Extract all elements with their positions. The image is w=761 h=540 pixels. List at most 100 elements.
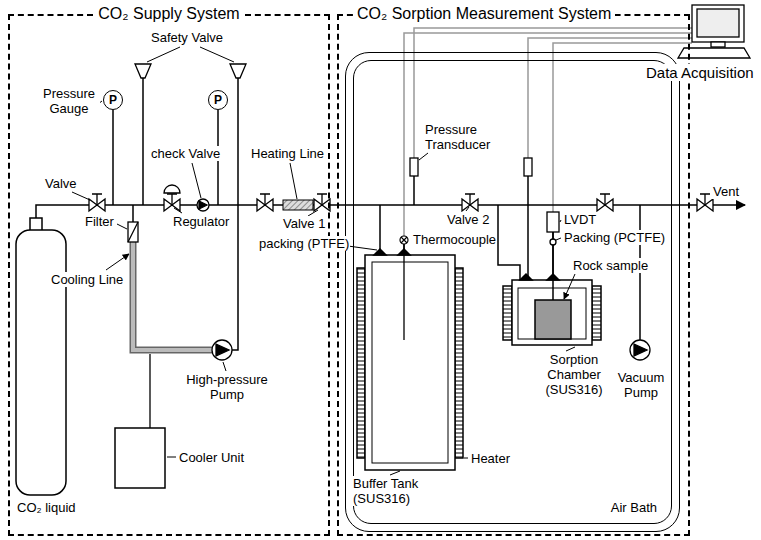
sorption-chamber bbox=[512, 280, 592, 345]
sorption-chamber bbox=[535, 300, 571, 339]
leader-lines bbox=[419, 153, 428, 160]
vacuum-pump bbox=[634, 344, 647, 356]
part-label: Thermocouple bbox=[412, 232, 497, 247]
leader-lines bbox=[72, 192, 90, 200]
part-label: Pressure Transducer bbox=[424, 122, 504, 152]
leader-lines bbox=[174, 208, 182, 213]
computer-icon bbox=[692, 5, 744, 42]
part-label: Heating Line bbox=[250, 146, 325, 161]
part-label: check Valve bbox=[150, 146, 221, 161]
valve-symbol bbox=[257, 194, 273, 211]
lvdt-sensor bbox=[547, 212, 559, 232]
part-label: Pressure Gauge bbox=[38, 86, 100, 116]
thermocouple-symbol bbox=[401, 237, 407, 243]
part-label: Vacuum Pump bbox=[612, 370, 670, 400]
lvdt-sensor bbox=[550, 239, 556, 245]
filter-symbol bbox=[128, 222, 138, 242]
computer-icon bbox=[697, 9, 739, 37]
part-label: Valve bbox=[44, 176, 78, 191]
thermocouple-symbol bbox=[400, 236, 408, 244]
leader-lines bbox=[167, 457, 176, 458]
co2-cylinder bbox=[16, 218, 66, 495]
gauge-letter: P bbox=[109, 94, 117, 107]
gas-pipe bbox=[232, 78, 238, 350]
vacuum-pump bbox=[630, 340, 650, 360]
buffer-tank bbox=[365, 255, 455, 470]
leader-lines bbox=[72, 47, 575, 475]
gas-pipe bbox=[527, 176, 529, 280]
pressure-gauge: P bbox=[208, 90, 228, 110]
leader-lines bbox=[192, 163, 201, 198]
leader-lines bbox=[566, 347, 575, 351]
part-label: Vent bbox=[712, 184, 740, 199]
part-label: Regulator bbox=[172, 214, 230, 229]
region-label: Air Bath bbox=[611, 500, 657, 515]
sorption-chamber bbox=[518, 288, 586, 339]
check-valve bbox=[197, 199, 209, 211]
gas-pipe bbox=[498, 205, 520, 280]
filter-symbol bbox=[128, 222, 138, 242]
pressure-gauge: P bbox=[103, 90, 123, 110]
leader-lines bbox=[106, 254, 129, 270]
leader-lines bbox=[466, 207, 469, 211]
part-label: Heater bbox=[470, 451, 511, 466]
regulator-dome bbox=[164, 185, 180, 193]
cooling-line bbox=[133, 242, 212, 350]
thermocouple-symbol bbox=[400, 236, 408, 244]
valve-symbol bbox=[462, 194, 478, 211]
cooling-line bbox=[149, 354, 150, 428]
valve-symbol bbox=[597, 194, 613, 211]
leader-lines bbox=[117, 224, 127, 229]
heating-line bbox=[283, 200, 313, 210]
region-heading: CO₂ Supply System bbox=[94, 5, 243, 23]
gas-pipe bbox=[132, 205, 134, 222]
buffer-tank bbox=[455, 268, 463, 458]
system-region: CO₂ Sorption Measurement SystemAir Bath bbox=[337, 14, 690, 536]
regulator-valve bbox=[164, 194, 180, 211]
part-label: Cooling Line bbox=[50, 272, 124, 287]
valve-symbol bbox=[314, 194, 330, 211]
valve-symbol bbox=[89, 194, 105, 211]
cooler-box bbox=[115, 428, 165, 488]
part-label: Valve 1 bbox=[282, 216, 326, 231]
gauge-letter: P bbox=[214, 94, 222, 107]
vacuum-pump bbox=[630, 340, 650, 360]
part-label: Cooler Unit bbox=[178, 450, 245, 465]
buffer-tank bbox=[357, 268, 365, 458]
co2-cylinder bbox=[16, 230, 66, 495]
part-label: Rock sample bbox=[572, 258, 649, 273]
air-bath: Air Bath bbox=[345, 52, 680, 532]
gas-pipe bbox=[413, 176, 415, 205]
valve-symbol bbox=[697, 194, 713, 211]
part-label: packing (PTFE) bbox=[258, 236, 350, 251]
part-label: CO₂ liquid bbox=[16, 500, 77, 515]
sorption-chamber bbox=[592, 286, 601, 340]
pump-symbol bbox=[216, 344, 229, 356]
filter-symbol bbox=[128, 222, 138, 242]
safety-valve bbox=[135, 64, 151, 78]
gas-pipe bbox=[142, 78, 144, 205]
region-heading: CO₂ Sorption Measurement System bbox=[353, 5, 615, 23]
gas-pipe bbox=[403, 244, 405, 340]
gas-pipe bbox=[36, 205, 745, 220]
part-label: Filter bbox=[84, 214, 115, 229]
check-valve bbox=[197, 199, 209, 211]
sorption-chamber bbox=[503, 274, 601, 345]
leader-lines bbox=[290, 163, 297, 199]
thermocouple-probe bbox=[403, 244, 404, 340]
leader-lines bbox=[560, 220, 561, 222]
pressure-transducer bbox=[410, 158, 418, 176]
buffer-tank bbox=[357, 249, 463, 470]
pump-symbol bbox=[212, 340, 232, 360]
part-label: LVDT bbox=[563, 212, 597, 227]
part-label: Safety Valve bbox=[150, 30, 224, 45]
cooling-line bbox=[133, 242, 212, 350]
leader-lines bbox=[223, 362, 226, 371]
part-label: Buffer Tank (SUS316) bbox=[352, 476, 440, 506]
sorption-chamber bbox=[503, 286, 512, 340]
gas-pipe bbox=[112, 110, 114, 205]
leader-lines bbox=[147, 47, 180, 62]
part-label: Sorption Chamber (SUS316) bbox=[540, 352, 608, 397]
leader-lines bbox=[564, 274, 575, 299]
